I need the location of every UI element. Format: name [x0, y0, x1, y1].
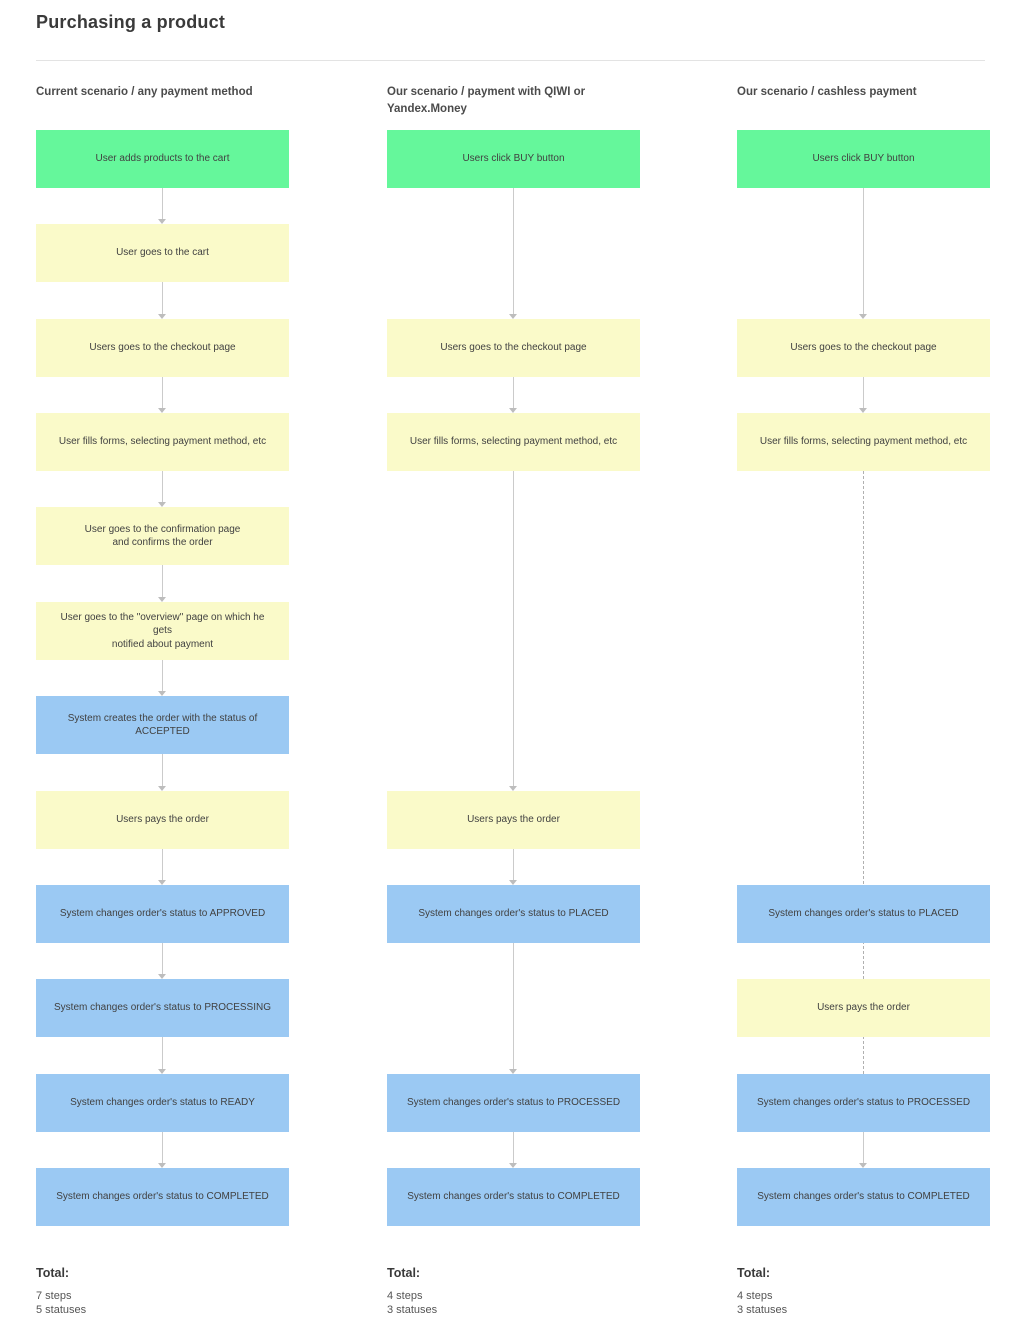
column-header-3: Our scenario / cashless payment: [737, 86, 917, 98]
connector-line: [162, 1132, 163, 1163]
total-lines: 4 steps 3 statuses: [737, 1289, 937, 1317]
total-label: Total:: [387, 1266, 421, 1280]
total-block: Total: 4 steps 3 statuses: [737, 1266, 937, 1317]
arrow-down-icon: [509, 786, 517, 791]
flow-step-system: System changes order's status to COMPLET…: [36, 1168, 289, 1226]
flow-step-user: Users goes to the checkout page: [36, 319, 289, 377]
title-divider: [36, 60, 985, 61]
connector-line: [863, 377, 864, 408]
flow-step-system: System changes order's status to READY: [36, 1074, 289, 1132]
arrow-down-icon: [158, 1163, 166, 1168]
total-steps: 7 steps: [36, 1290, 72, 1302]
connector-line: [863, 1132, 864, 1163]
arrow-down-icon: [158, 786, 166, 791]
connector-line: [162, 188, 163, 219]
connector-line: [863, 188, 864, 314]
flow-step-user: Users pays the order: [737, 979, 990, 1037]
flow-step-user: User fills forms, selecting payment meth…: [36, 413, 289, 471]
connector-line: [162, 754, 163, 786]
arrow-down-icon: [158, 314, 166, 319]
connector-line: [162, 943, 163, 974]
total-block: Total: 4 steps 3 statuses: [387, 1266, 587, 1317]
connector-line: [162, 282, 163, 314]
connector-line: [162, 1037, 163, 1069]
flow-step-system: System creates the order with the status…: [36, 696, 289, 754]
connector-line: [513, 377, 514, 408]
flow-step-system: System changes order's status to APPROVE…: [36, 885, 289, 943]
flow-step-user: User fills forms, selecting payment meth…: [387, 413, 640, 471]
flow-step-user: Users pays the order: [387, 791, 640, 849]
arrow-down-icon: [158, 1069, 166, 1074]
arrow-down-icon: [158, 597, 166, 602]
flow-step-start: Users click BUY button: [737, 130, 990, 188]
flow-step-system: System changes order's status to COMPLET…: [737, 1168, 990, 1226]
connector-line: [513, 943, 514, 1069]
arrow-down-icon: [509, 408, 517, 413]
total-lines: 4 steps 3 statuses: [387, 1289, 587, 1317]
flow-step-user: User goes to the confirmation page and c…: [36, 507, 289, 565]
flow-step-system: System changes order's status to COMPLET…: [387, 1168, 640, 1226]
total-steps: 4 steps: [387, 1290, 423, 1302]
page-title: Purchasing a product: [36, 12, 226, 32]
total-label: Total:: [36, 1266, 70, 1280]
arrow-down-icon: [158, 974, 166, 979]
connector-line: [513, 1132, 514, 1163]
arrow-down-icon: [859, 408, 867, 413]
arrow-down-icon: [158, 691, 166, 696]
connector-line: [162, 471, 163, 502]
flow-step-system: System changes order's status to PROCESS…: [36, 979, 289, 1037]
total-statuses: 5 statuses: [36, 1304, 87, 1316]
flow-step-start: Users click BUY button: [387, 130, 640, 188]
arrow-down-icon: [859, 1163, 867, 1168]
arrow-down-icon: [158, 880, 166, 885]
arrow-down-icon: [509, 314, 517, 319]
total-statuses: 3 statuses: [387, 1304, 438, 1316]
connector-line: [513, 188, 514, 314]
column-header-2: Our scenario / payment with QIWI or Yand…: [387, 86, 586, 115]
arrow-down-icon: [509, 1163, 517, 1168]
total-steps: 4 steps: [737, 1290, 773, 1302]
flow-step-system: System changes order's status to PLACED: [387, 885, 640, 943]
flow-step-system: System changes order's status to PROCESS…: [387, 1074, 640, 1132]
flow-step-start: User adds products to the cart: [36, 130, 289, 188]
connector-line: [162, 377, 163, 408]
arrow-down-icon: [158, 219, 166, 224]
connector-line: [162, 849, 163, 880]
connector-line: [162, 660, 163, 691]
column-header-1: Current scenario / any payment method: [36, 86, 253, 98]
flow-step-user: User fills forms, selecting payment meth…: [737, 413, 990, 471]
connector-line: [513, 471, 514, 786]
total-lines: 7 steps 5 statuses: [36, 1289, 236, 1317]
total-statuses: 3 statuses: [737, 1304, 788, 1316]
flow-step-user: User goes to the cart: [36, 224, 289, 282]
total-block: Total: 7 steps 5 statuses: [36, 1266, 236, 1317]
connector-line: [162, 565, 163, 597]
total-label: Total:: [737, 1266, 771, 1280]
flow-step-user: Users goes to the checkout page: [737, 319, 990, 377]
arrow-down-icon: [509, 1069, 517, 1074]
flow-step-system: System changes order's status to PLACED: [737, 885, 990, 943]
connector-line: [513, 849, 514, 880]
arrow-down-icon: [158, 408, 166, 413]
flow-step-system: System changes order's status to PROCESS…: [737, 1074, 990, 1132]
connector-line-dashed: [863, 471, 864, 1074]
flow-step-user: Users goes to the checkout page: [387, 319, 640, 377]
arrow-down-icon: [859, 314, 867, 319]
flow-step-user: Users pays the order: [36, 791, 289, 849]
arrow-down-icon: [509, 880, 517, 885]
flow-step-user: User goes to the "overview" page on whic…: [36, 602, 289, 660]
arrow-down-icon: [158, 502, 166, 507]
